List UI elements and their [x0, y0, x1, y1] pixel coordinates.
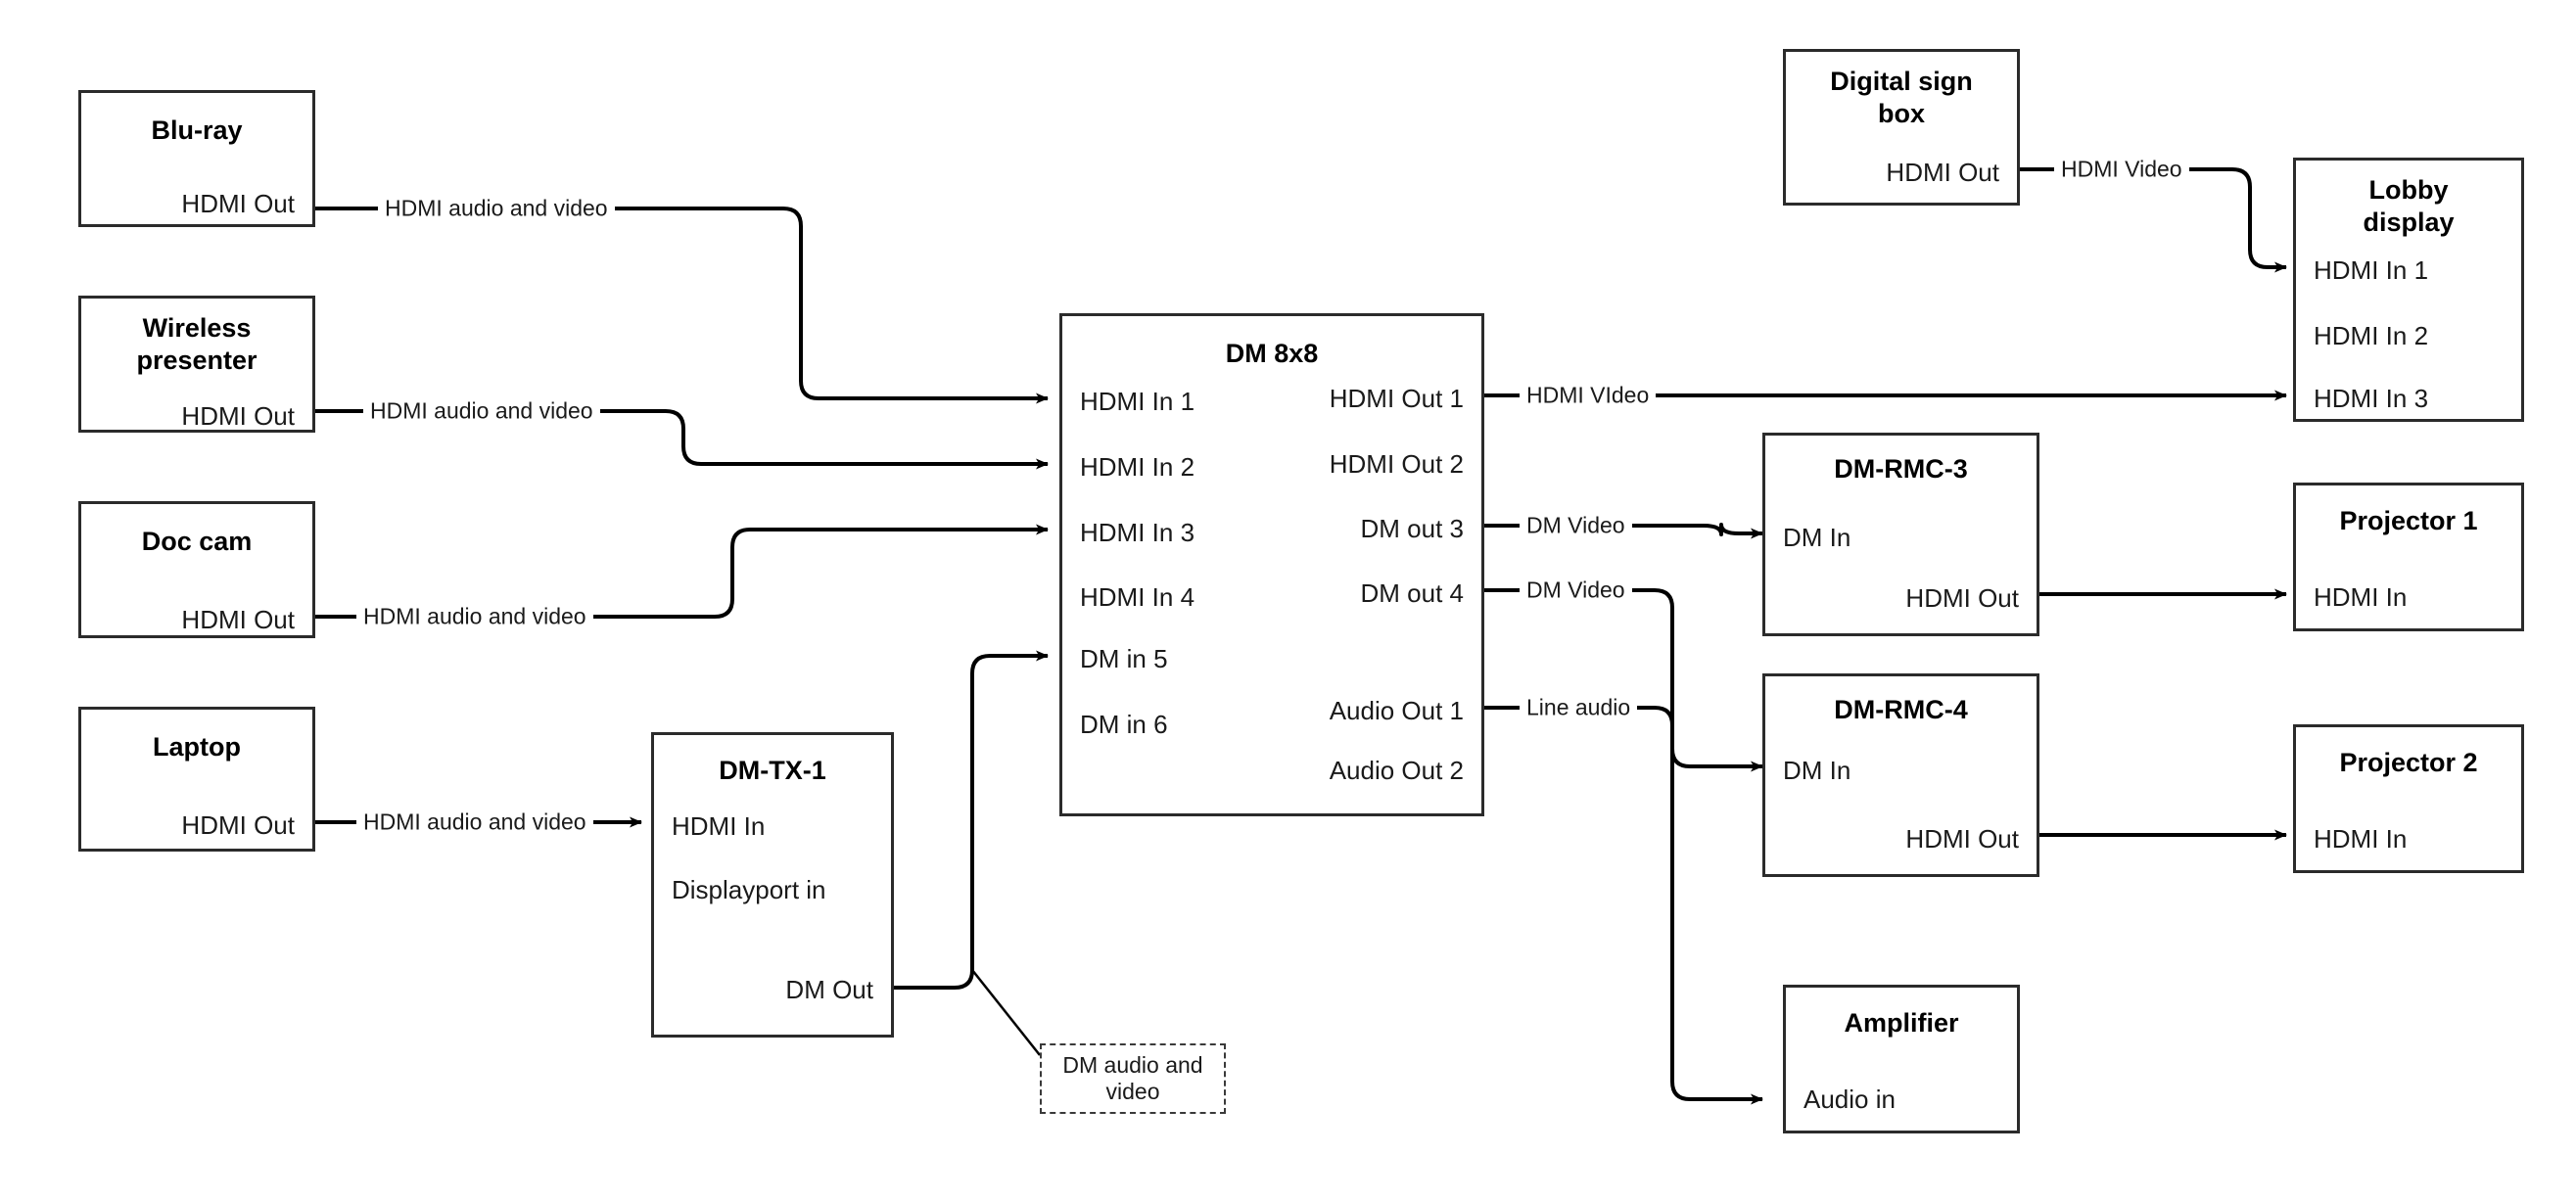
- wire-label-dm8x8-dm-out-3: DM Video: [1520, 512, 1632, 539]
- wire-label-dm8x8-audio-out-1: Line audio: [1520, 694, 1638, 721]
- port-dm-tx-1-hdmi-in: HDMI In: [672, 811, 766, 841]
- box-bluray-title: Blu-ray: [151, 115, 243, 145]
- box-digital-sign-title-line2: box: [1877, 99, 1925, 128]
- port-dm-rmc-4-dm-in: DM In: [1783, 756, 1851, 785]
- port-dm-8x8-dm-out-4: DM out 4: [1360, 578, 1465, 608]
- box-doc-cam[interactable]: Doc cam HDMI Out: [78, 501, 315, 638]
- port-dm-rmc-3-dm-in: DM In: [1783, 523, 1851, 552]
- wire-label-wireless-to-dm8x8: HDMI audio and video: [363, 397, 600, 425]
- wire-label-bluray-to-dm8x8: HDMI audio and video: [378, 195, 615, 222]
- wire-label-dm8x8-dm-out-4: DM Video: [1520, 577, 1632, 604]
- box-projector-1[interactable]: Projector 1 HDMI In: [2293, 483, 2524, 631]
- wire-label-dm8x8-hdmi-out-1: HDMI VIdeo: [1520, 382, 1657, 409]
- port-bluray-hdmi-out: HDMI Out: [181, 189, 295, 218]
- callout-leader-line: [971, 969, 1041, 1056]
- port-dm-8x8-dm-in-5: DM in 5: [1080, 644, 1168, 673]
- box-doc-cam-title: Doc cam: [141, 527, 253, 556]
- port-dm-rmc-3-hdmi-out: HDMI Out: [1905, 583, 2019, 613]
- box-dm-8x8[interactable]: DM 8x8 HDMI In 1 HDMI In 2 HDMI In 3 HDM…: [1059, 313, 1484, 816]
- box-wireless-presenter-title-line1: Wireless: [142, 313, 252, 343]
- port-amplifier-audio-in: Audio in: [1803, 1085, 1896, 1114]
- box-dm-tx-1-title: DM-TX-1: [719, 756, 826, 785]
- box-wireless-presenter[interactable]: Wireless presenter HDMI Out: [78, 296, 315, 433]
- callout-dm-audio-and-video: DM audio and video: [1040, 1043, 1226, 1114]
- box-wireless-presenter-title-line2: presenter: [136, 346, 258, 375]
- box-projector-1-title: Projector 1: [2339, 506, 2478, 535]
- box-projector-2-title: Projector 2: [2339, 748, 2478, 777]
- box-dm-8x8-title: DM 8x8: [1225, 339, 1319, 368]
- port-projector-2-hdmi-in: HDMI In: [2314, 824, 2408, 854]
- box-dm-rmc-3-title: DM-RMC-3: [1834, 454, 1968, 484]
- port-dm-tx-1-dm-out: DM Out: [785, 975, 873, 1004]
- wire-bluray-to-dm8x8: [315, 207, 1049, 404]
- box-digital-sign[interactable]: Digital sign box HDMI Out: [1783, 49, 2020, 206]
- box-projector-2[interactable]: Projector 2 HDMI In: [2293, 724, 2524, 873]
- port-dm-tx-1-displayport-in: Displayport in: [672, 875, 826, 904]
- wire-sign-to-lobby: [2020, 167, 2287, 273]
- port-laptop-hdmi-out: HDMI Out: [181, 810, 295, 840]
- box-lobby-display-title-line2: display: [2363, 208, 2455, 237]
- box-dm-rmc-4-title: DM-RMC-4: [1834, 695, 1968, 724]
- port-dm-rmc-4-hdmi-out: HDMI Out: [1905, 824, 2019, 854]
- port-wireless-presenter-hdmi-out: HDMI Out: [181, 401, 295, 431]
- port-dm-8x8-hdmi-in-1: HDMI In 1: [1080, 387, 1195, 416]
- port-dm-8x8-audio-out-2: Audio Out 2: [1329, 756, 1464, 785]
- port-dm-8x8-dm-out-3: DM out 3: [1360, 514, 1465, 543]
- port-projector-1-hdmi-in: HDMI In: [2314, 582, 2408, 612]
- port-dm-8x8-hdmi-in-2: HDMI In 2: [1080, 452, 1195, 482]
- port-dm-8x8-audio-out-1: Audio Out 1: [1329, 696, 1464, 725]
- port-digital-sign-hdmi-out: HDMI Out: [1886, 158, 1999, 187]
- wire-label-sign-to-lobby: HDMI Video: [2054, 156, 2189, 183]
- box-laptop[interactable]: Laptop HDMI Out: [78, 707, 315, 852]
- port-lobby-display-hdmi-in-2: HDMI In 2: [2314, 321, 2429, 350]
- box-amplifier-title: Amplifier: [1844, 1008, 1959, 1038]
- box-lobby-display[interactable]: Lobby display HDMI In 1 HDMI In 2 HDMI I…: [2293, 158, 2524, 422]
- wire-label-doccam-to-dm8x8: HDMI audio and video: [356, 603, 593, 630]
- port-dm-8x8-dm-in-6: DM in 6: [1080, 710, 1168, 739]
- wire-dm8x8-audioout1-to-amplifier: [1484, 706, 1763, 1105]
- wire-label-laptop-to-dmtx1: HDMI audio and video: [356, 808, 593, 836]
- box-lobby-display-title-line1: Lobby: [2368, 175, 2449, 205]
- box-amplifier[interactable]: Amplifier Audio in: [1783, 985, 2020, 1133]
- port-lobby-display-hdmi-in-3: HDMI In 3: [2314, 384, 2429, 413]
- wire-dm8x8-dmout4-to-rmc4: [1484, 588, 1763, 772]
- box-digital-sign-title-line1: Digital sign: [1830, 67, 1973, 96]
- box-laptop-title: Laptop: [153, 732, 241, 762]
- box-dm-tx-1[interactable]: DM-TX-1 HDMI In Displayport in DM Out: [651, 732, 894, 1038]
- port-lobby-display-hdmi-in-1: HDMI In 1: [2314, 255, 2429, 285]
- box-dm-rmc-4[interactable]: DM-RMC-4 DM In HDMI Out: [1762, 673, 2039, 877]
- wire-dmtx1-to-dm8x8: [894, 650, 1049, 990]
- port-doc-cam-hdmi-out: HDMI Out: [181, 605, 295, 634]
- box-dm-rmc-3[interactable]: DM-RMC-3 DM In HDMI Out: [1762, 433, 2039, 636]
- port-dm-8x8-hdmi-out-1: HDMI Out 1: [1329, 384, 1464, 413]
- port-dm-8x8-hdmi-in-4: HDMI In 4: [1080, 582, 1195, 612]
- port-dm-8x8-hdmi-in-3: HDMI In 3: [1080, 518, 1195, 547]
- port-dm-8x8-hdmi-out-2: HDMI Out 2: [1329, 449, 1464, 479]
- box-bluray[interactable]: Blu-ray HDMI Out: [78, 90, 315, 227]
